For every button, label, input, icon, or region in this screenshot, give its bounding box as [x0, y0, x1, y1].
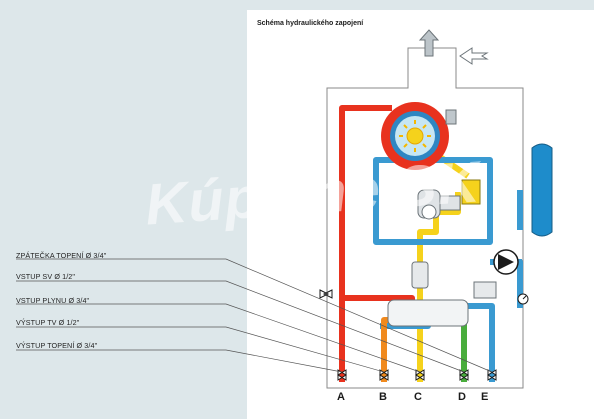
safety-valve-icon	[319, 289, 333, 299]
diverter-valve	[473, 281, 497, 299]
connection-label-d: D	[458, 391, 466, 403]
connection-label-a: A	[337, 391, 345, 403]
callout-leader-lines	[16, 258, 493, 373]
boiler-casing	[326, 47, 524, 389]
circulation-pump-icon	[493, 249, 519, 275]
gas-valve	[439, 179, 481, 211]
callout-cold-water-inlet: VSTUP SV Ø 1/2"	[16, 272, 76, 281]
left-panel	[0, 0, 247, 419]
air-intake-arrow-icon	[459, 47, 489, 65]
pressure-gauge-icon	[517, 293, 529, 305]
callout-heating-return: ZPÁTEČKA TOPENÍ Ø 3/4"	[16, 251, 107, 260]
top-strip	[0, 0, 594, 10]
callout-gas-inlet: VSTUP PLYNU Ø 3/4"	[16, 296, 90, 305]
diagram-title: Schéma hydraulického zapojení	[257, 20, 364, 27]
flue-arrow-up-icon	[418, 29, 440, 57]
connection-label-e: E	[481, 391, 489, 403]
plate-heat-exchanger	[387, 299, 469, 327]
callout-heating-flow: VÝSTUP TOPENÍ Ø 3/4"	[16, 341, 98, 350]
flow-sensor	[411, 261, 429, 289]
bottom-valves	[337, 369, 497, 381]
fan-unit	[417, 189, 441, 220]
expansion-vessel	[531, 143, 553, 237]
heat-exchanger	[381, 102, 457, 170]
callout-hot-water-outlet: VÝSTUP TV Ø 1/2"	[16, 318, 80, 327]
connection-label-c: C	[414, 391, 422, 403]
connection-label-b: B	[379, 391, 387, 403]
